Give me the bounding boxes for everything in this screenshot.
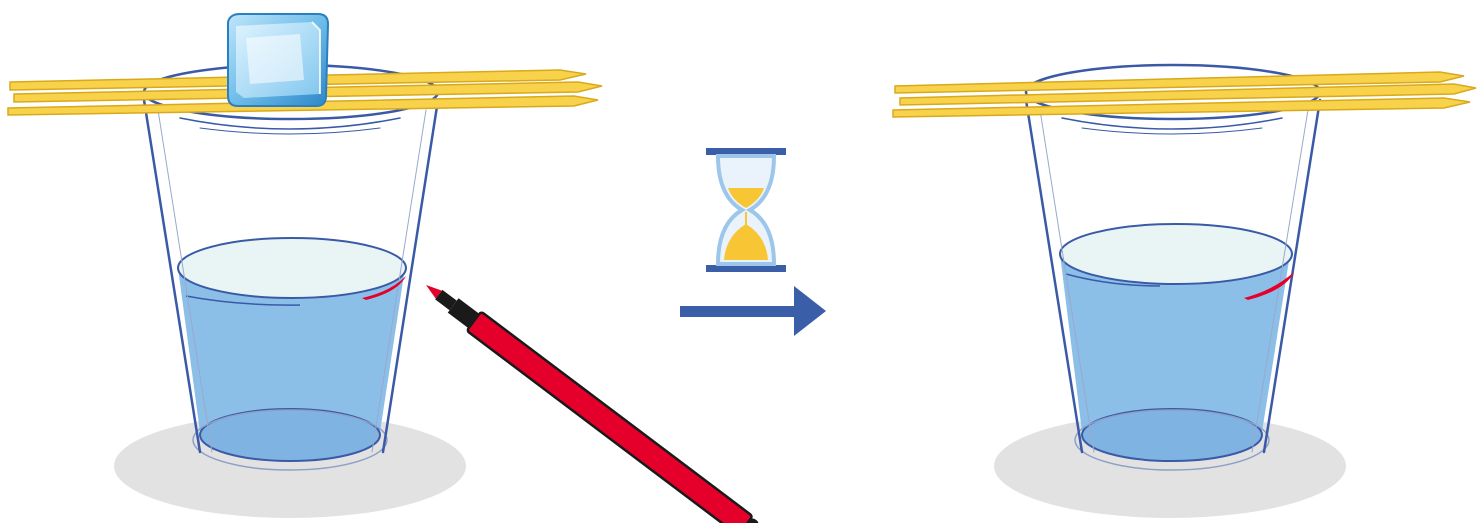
water-surface [1060,224,1292,284]
water-surface [178,238,406,298]
after-panel [893,65,1476,518]
right-arrow-icon [680,286,826,336]
ice-cube-icon [228,14,328,106]
hourglass-icon [706,148,786,272]
before-panel [8,14,761,523]
transition [680,148,826,336]
skewers [893,72,1476,117]
